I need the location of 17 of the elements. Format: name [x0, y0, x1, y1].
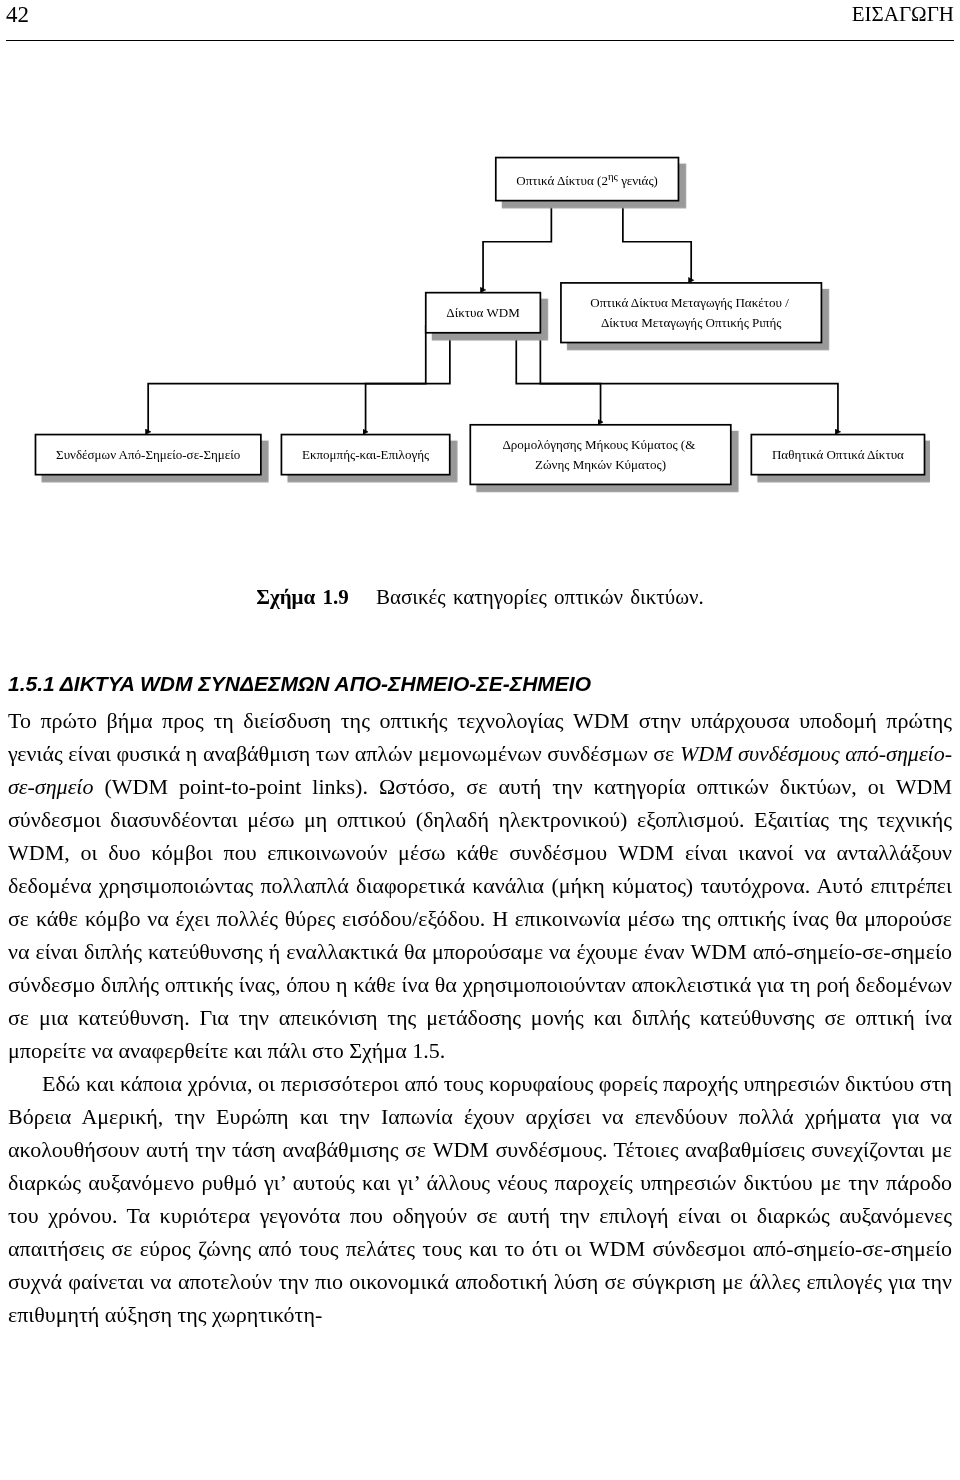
figure-caption: Σχήμα 1.9 Βασικές κατηγορίες οπτικών δικτύων.	[255, 585, 705, 610]
node-box: Παθητικά Οπτικά Δίκτυα	[750, 433, 926, 476]
arrow	[362, 331, 451, 435]
node-box: Δίκτυα WDM	[424, 291, 542, 334]
node-box: Δρομολόγησης Μήκους Κύματος (& Ζώνης Μηκών Κύματος)	[469, 423, 732, 486]
section-heading: 1.5.1 ΔΙΚΤΥΑ WDM ΣΥΝΔΕΣΜΩΝ ΑΠΟ-ΣΗΜΕΙΟ-ΣΕ-ΣΗΜΕΙΟ	[8, 672, 592, 696]
node-box: Οπτικά Δίκτυα Μεταγωγής Πακέτου / Δίκτυα Μεταγωγής Οπτικής Ριπής	[560, 282, 823, 344]
body-paragraph: Το πρώτο βήμα προς τη διείσδυση της οπτικής τεχνολογίας WDM στην υπάρχουσα υποδομή πρώτης γενιάς είναι φυσικά η αναβάθμιση των απλών μεμονωμένων συνδέσμων σε WDM συνδέσμους από-σημείο-σε-σημείο (WDM point-to-point links). Ωστόσο, σε αυτή την κατηγορία οπτικών δικτύων, οι WDM σύνδεσμοι διασυνδέονται μέσω μη οπτικού (δηλαδή ηλεκτρονικού) εξοπλισμού. Εξαιτίας της τεχνικής WDM, οι δυο κόμβοι που επικοινωνούν μέσω κάθε συνδέσμου WDM είναι ικανοί να ανταλλάξουν δεδομένα χρησιμοποιώντας πολλαπλά διαφορετικά κανάλια (μήκη κύματος) ταυτόχρονα. Αυτό επιτρέπει σε κάθε κόμβο να έχει πολλές θύρες εισόδου/εξόδου. Η επικοινωνία μέσω της οπτικής ίνας θα μπορούσε να είναι διπλής κατεύθυνσης ή εναλλακτικά θα μπορούσαμε να έχουμε έναν WDM από-σημείο-σε-σημείο σύνδεσμο διπλής οπτικής ίνας, όπου η κάθε ίνα θα χρησιμοποιούνταν αποκλειστικά για τη ροή δεδομένων σε μια κατεύθυνση. Για την απεικόνιση της μετάδοσης μονής και διπλής κατεύθυνσης σε οπτική ίνα μπορείτε να αναφερθείτε και πάλι στο Σχήμα 1.5.	[8, 707, 952, 1065]
node-box: Συνδέσμων Από-Σημείο-σε-Σημείο	[34, 433, 262, 476]
node-box: Εκπομπής-και-Επιλογής	[280, 433, 451, 476]
arrow	[622, 199, 695, 284]
body-paragraph: Εδώ και κάποια χρόνια, οι περισσότεροι από τους κορυφαίους φορείς παροχής υπηρεσιών δικτύου στη Βόρεια Αμερική, την Ευρώπη και την Ιαπωνία έχουν αρχίσει να επενδύουν πολλά χρήματα για να ακολουθήσουν αυτή την τάση αναβάθμισης σε WDM συνδέσμους. Τέτοιες αναβαθμίσεις συνεχίζονται με διαρκώς αυξανόμενο ρυθμό γι’ αυτούς και γι’ άλλους νέους παροχείς υπηρεσιών δικτύου με την πάροδο του χρόνου. Τα κυριότερα γεγονότα που οδηγούν σε αυτή την επιλογή είναι οι διαρκώς αυξανόμενες απαιτήσεις σε εύρος ζώνης από τους πελάτες τους και το ότι οι WDM σύνδεσμοι από-σημείο-σε-σημείο συχνά φαίνεται να αποτελούν την πιο οικονομικά αποδοτική λύση σε σύγκριση με άλλες επιλογές για την επιθυμητή αύξηση της χωρητικότη-	[8, 1070, 952, 1329]
page-number: 42	[6, 2, 29, 28]
arrow	[480, 199, 553, 293]
arrow	[515, 331, 604, 426]
node-box: Οπτικά Δίκτυα (2$^{ης}$ γενιάς)	[494, 156, 680, 202]
running-header: ΕΙΣΑΓΩΓΗ	[851, 2, 954, 27]
